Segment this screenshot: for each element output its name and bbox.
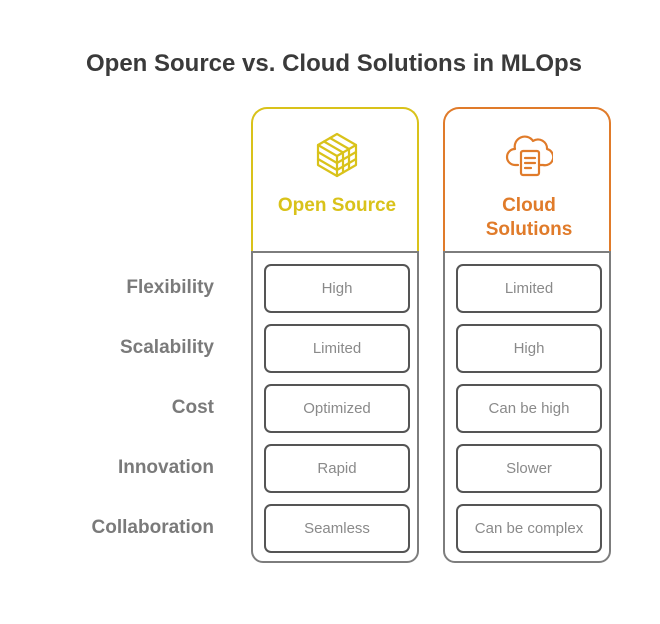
lattice-cube-icon: [316, 132, 358, 178]
cloud-innovation-cell: Slower: [456, 444, 602, 493]
row-label-innovation: Innovation: [117, 457, 214, 478]
cloud-collaboration-cell: Can be complex: [456, 504, 602, 553]
row-label-collaboration: Collaboration: [91, 517, 214, 538]
open-source-flexibility-cell: High: [264, 264, 410, 313]
cloud-solutions-title-line-2: Solutions: [485, 219, 573, 240]
cloud-scalability-cell: High: [456, 324, 602, 373]
open-source-collaboration-cell: Seamless: [264, 504, 410, 553]
open-source-innovation-cell: Rapid: [264, 444, 410, 493]
cloud-document-icon: [505, 135, 553, 177]
cloud-flexibility-cell: Limited: [456, 264, 602, 313]
open-source-title: Open Source: [277, 195, 397, 216]
row-label-scalability: Scalability: [120, 337, 214, 358]
row-label-cost: Cost: [171, 397, 214, 418]
cloud-cost-cell: Can be high: [456, 384, 602, 433]
open-source-column: Open Source High Limited Optimized Rapid…: [251, 107, 419, 563]
row-label-flexibility: Flexibility: [126, 277, 214, 298]
cloud-solutions-body: Limited High Can be high Slower Can be c…: [443, 251, 611, 563]
cloud-solutions-title-line-1: Cloud: [502, 195, 556, 216]
open-source-body: High Limited Optimized Rapid Seamless: [251, 251, 419, 563]
cloud-solutions-header: Cloud Solutions: [443, 107, 611, 253]
open-source-scalability-cell: Limited: [264, 324, 410, 373]
open-source-cost-cell: Optimized: [264, 384, 410, 433]
cloud-solutions-column: Cloud Solutions Limited High Can be high…: [443, 107, 611, 563]
diagram-title: Open Source vs. Cloud Solutions in MLOps: [86, 50, 583, 77]
open-source-header: Open Source: [251, 107, 419, 253]
